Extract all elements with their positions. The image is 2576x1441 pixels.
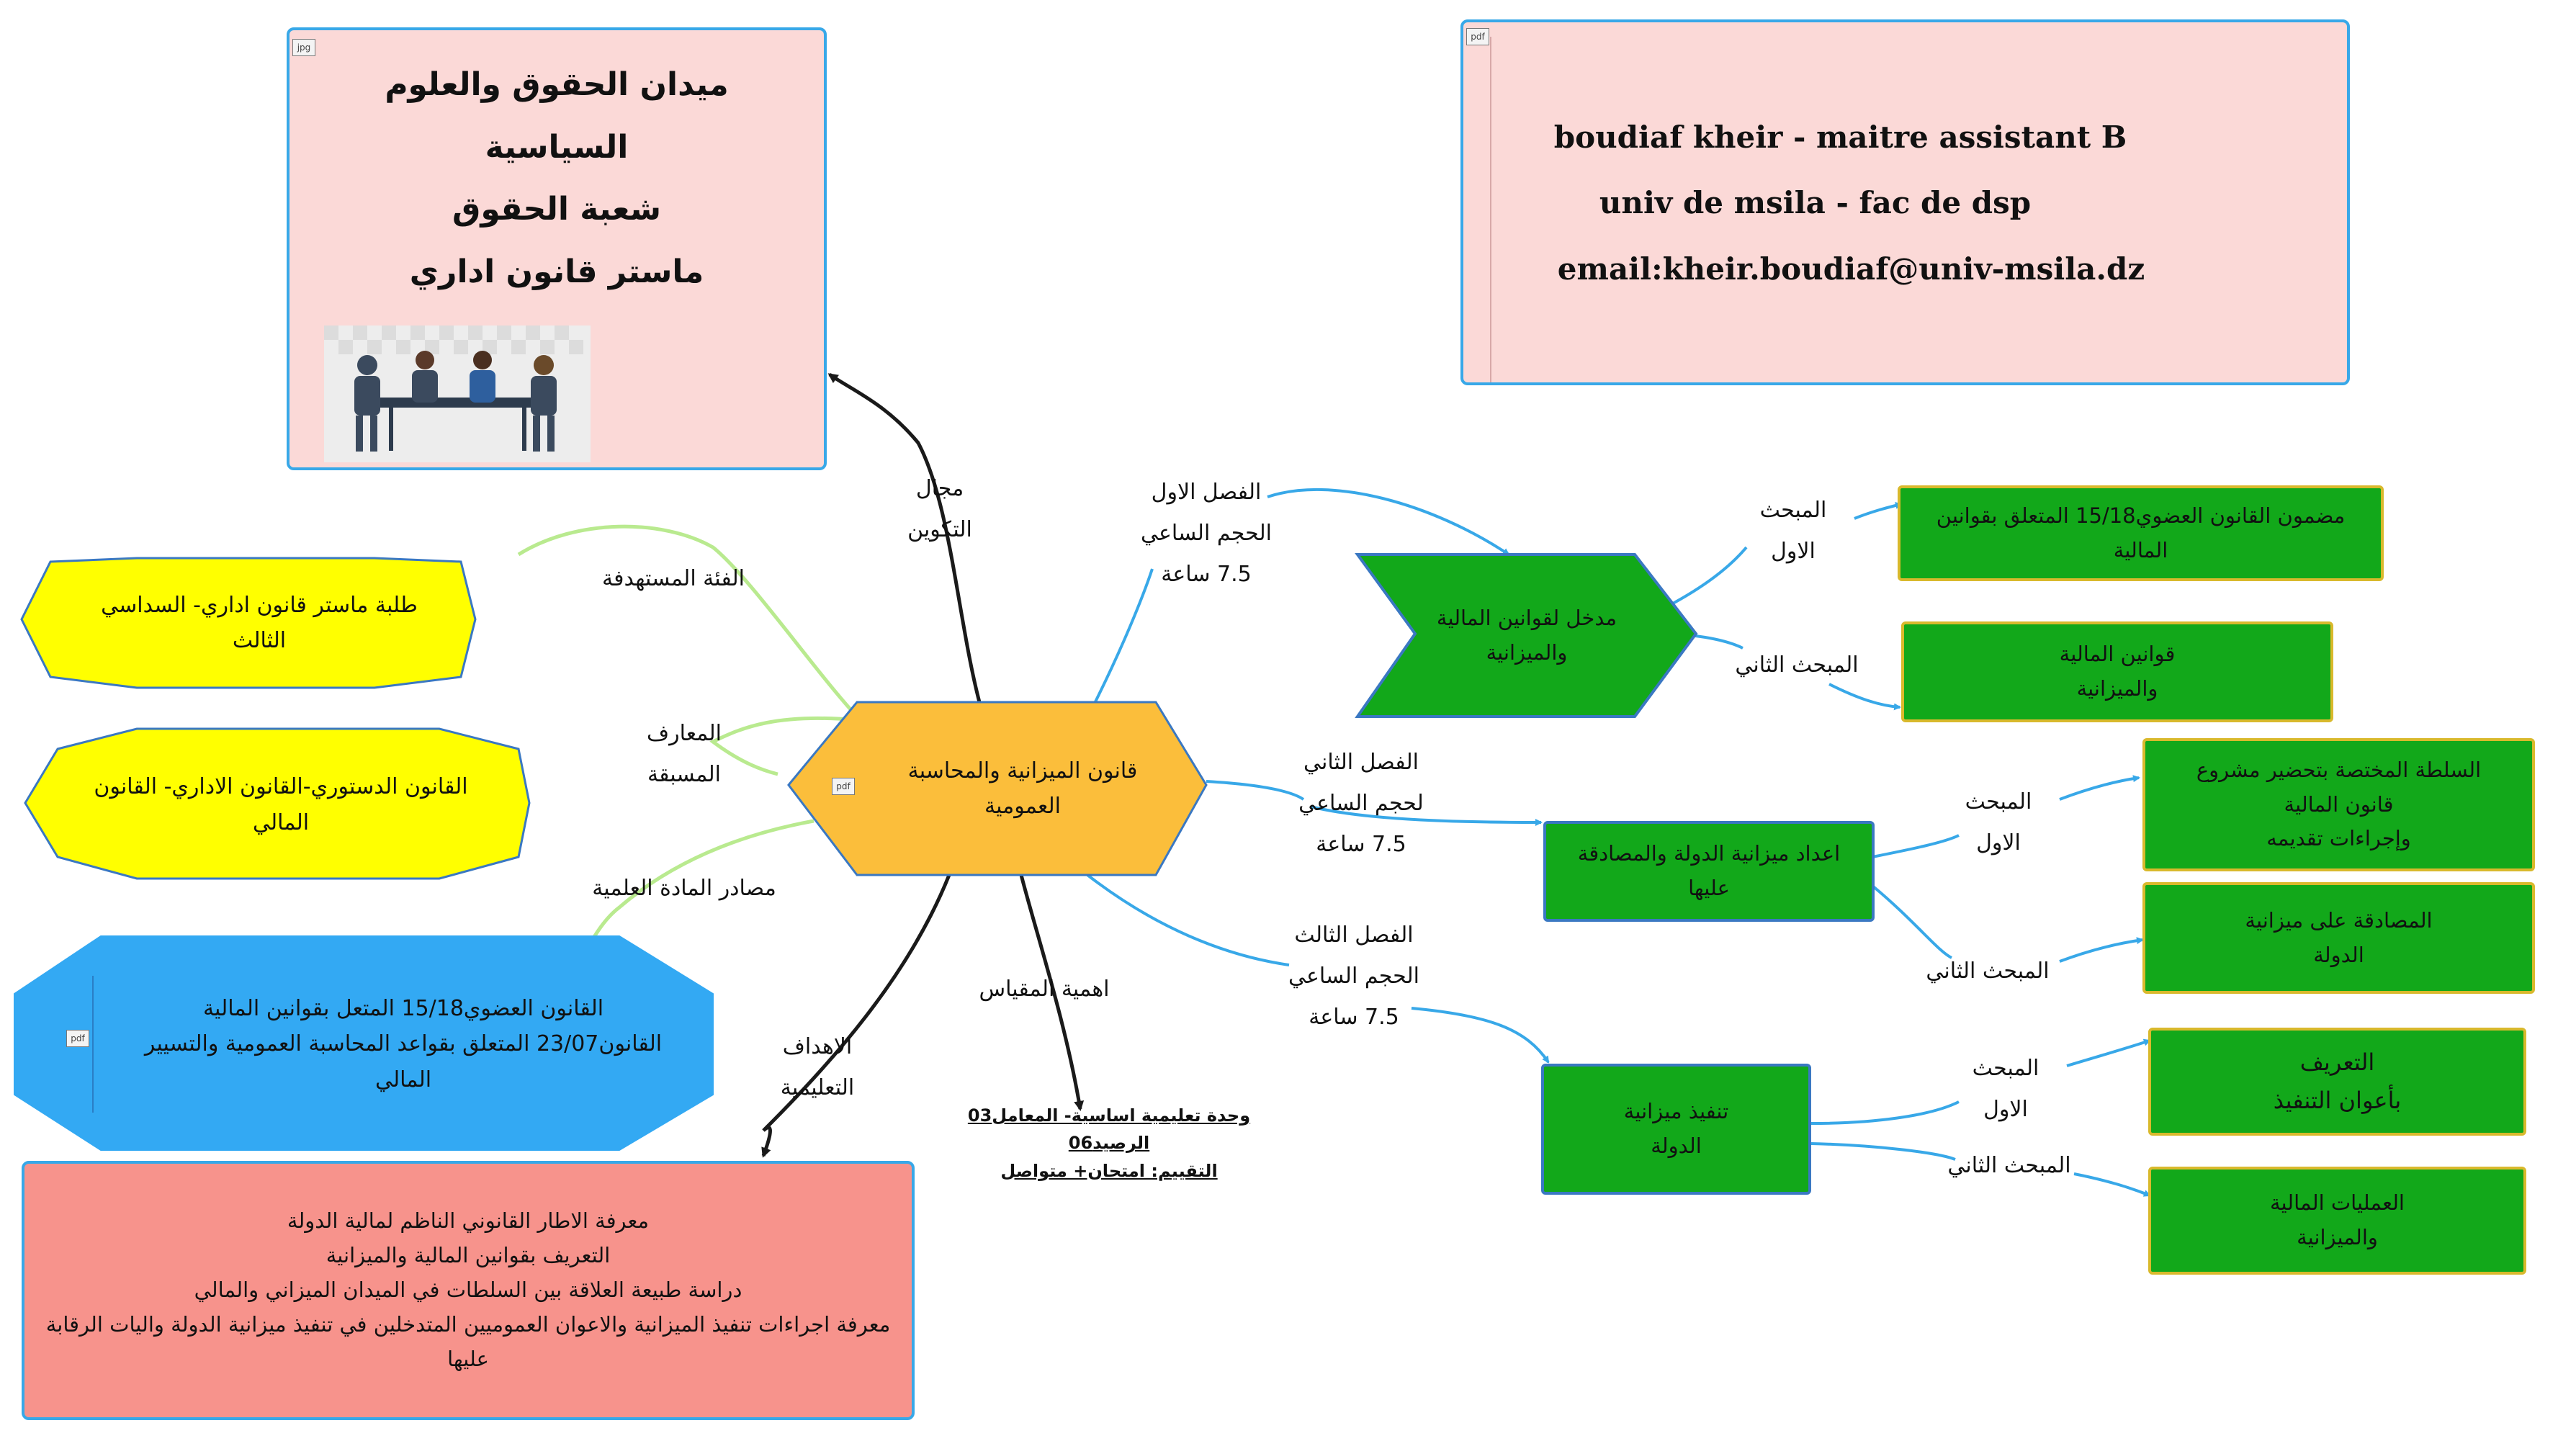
objectives-box[interactable]: معرفة الاطار القانوني الناظم لمالية الدو… [22, 1161, 915, 1420]
central-topic-line-1: قانون الميزانية والمحاسبة [907, 758, 1138, 784]
chapter1-section2-box[interactable]: قوانين المالية والميزانية [1901, 621, 2333, 722]
edge-ch3-s2 [1810, 1142, 1956, 1161]
jpg-icon: jpg [292, 39, 315, 56]
field-box: jpg ميدان الحقوق والعلوم السياسية شعبة ا… [287, 27, 827, 470]
edge-ch1 [1081, 568, 1154, 728]
business-meeting-illustration [324, 326, 591, 462]
pdf-icon: pdf [832, 778, 855, 795]
edge-ch1-s2-box [1828, 683, 1901, 711]
edge-field [827, 372, 982, 703]
chapter2-section2-box[interactable]: المصادقة على ميزانية الدولة [2142, 882, 2535, 994]
central-topic-shape [787, 701, 1208, 876]
chapter1-section2-label: المبحث الثاني [1735, 652, 1859, 678]
author-email: email:kheir.boudiaf@univ-msila.dz [1557, 251, 2145, 287]
edge-objectives [761, 874, 951, 1158]
sources-divider [92, 976, 94, 1113]
edge-ch3 [1086, 874, 1290, 966]
edge-ch3-s1 [1810, 1100, 1960, 1125]
edge-ch1-to-box [1267, 488, 1510, 556]
field-line-3: شعبة الحقوق [452, 191, 661, 228]
field-line-4: ماستر قانون اداري [409, 253, 704, 290]
field-line-1: ميدان الحقوق والعلوم [385, 66, 729, 103]
author-box: pdf boudiaf kheir - maitre assistant B u… [1460, 19, 2350, 385]
prereq-box[interactable]: القانون الدستوري-القانون الاداري- القانو… [94, 774, 468, 835]
edge-ch1-s1-box [1854, 502, 1903, 520]
label-audience: الفئة المستهدفة [602, 566, 745, 591]
importance-text: وحدة تعليمية اساسية- المعامل03 الرصيد06 … [967, 1105, 1251, 1181]
pdf-icon: pdf [1466, 28, 1489, 45]
chapter1-box-shape [1355, 553, 1698, 718]
chapter1-box[interactable]: مدخل لقوانين المالية والميزانية [1436, 605, 1617, 665]
edge-audience [517, 524, 858, 718]
edge-ch2-s1-box [2059, 775, 2140, 801]
chapter1-section1-box[interactable]: مضمون القانون العضوي15/18 المتعلق بقواني… [1898, 485, 2384, 581]
central-topic-line-2: العمومية [984, 794, 1061, 819]
chapter3-box[interactable]: تنفيذ ميزانية الدولة [1541, 1064, 1811, 1195]
edge-ch2 [1206, 780, 1305, 801]
sources-box[interactable]: القانون العضوي15/18 المتعل بقوانين المال… [144, 995, 663, 1092]
chapter2-section1-box[interactable]: السلطة المختصة بتحضير مشروع قانون المالي… [2142, 738, 2535, 871]
edge-ch3-to-box [1411, 1007, 1550, 1064]
author-name: boudiaf kheir - maitre assistant B [1553, 120, 2127, 155]
central-topic[interactable]: قانون الميزانية والمحاسبة العمومية [886, 727, 1159, 850]
audience-box-shape [20, 557, 477, 689]
chapter3-section1-box[interactable]: التعريف بأعوان التنفيذ [2148, 1028, 2526, 1136]
label-importance: اهمية المقياس [979, 977, 1110, 1002]
pdf-icon: pdf [66, 1030, 89, 1047]
edge-importance [1019, 874, 1085, 1111]
edge-ch2-s2 [1871, 884, 1952, 959]
edge-ch2-s1 [1872, 834, 1960, 858]
edge-ch3-s1-box [2066, 1038, 2151, 1067]
author-university: univ de msila - fac de dsp [1599, 185, 2032, 221]
chapter2-section2-label: المبحث الثاني [1926, 959, 2050, 984]
edge-sources [585, 819, 814, 951]
chapter3-section2-box[interactable]: العمليات المالية والميزانية [2148, 1167, 2526, 1275]
audience-box[interactable]: طلبة ماستر قانون اداري- السداسي الثالث [101, 592, 418, 654]
chapter3-section2-label: المبحث الثاني [1947, 1153, 2071, 1178]
edge-ch2-s2-box [2059, 937, 2144, 963]
edge-ch3-s2-box [2073, 1172, 2151, 1197]
edge-prereq [709, 716, 858, 776]
label-sources: مصادر المادة العلمية [592, 876, 776, 901]
chapter2-box[interactable]: اعداد ميزانية الدولة والمصادقة عليها [1543, 821, 1875, 922]
sources-box-shape [14, 935, 714, 1151]
prereq-box-shape [24, 727, 531, 880]
field-line-2: السياسية [485, 128, 629, 166]
edge-ch2-to-box [1310, 805, 1543, 826]
